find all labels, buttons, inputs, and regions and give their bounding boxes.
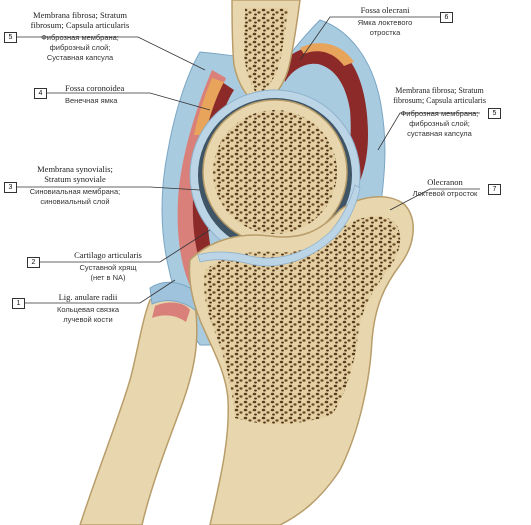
ulna-spongy-bone: [204, 216, 401, 425]
leader-fibrosa-left: [17, 36, 206, 71]
fibrosa-left-latin-2: fibrosum; Capsula articularis: [30, 20, 130, 30]
leader-fossa-olecrani: [299, 16, 440, 61]
lig-anulare-latin: Lig. anulare radii: [58, 292, 118, 302]
label-fossa-olecrani: Fossa olecrani Ямка локтевого отростка: [335, 5, 435, 38]
cartilago-latin: Cartilago articularis: [74, 250, 142, 260]
anular-ligament: [149, 281, 199, 311]
synovialis-latin-1: Membrana synovialis;: [37, 164, 113, 174]
radius-bone: [79, 294, 198, 525]
olecranon-latin: Olecranon: [427, 177, 463, 187]
label-synovialis: Membrana synovialis; Stratum synoviale С…: [20, 164, 130, 207]
label-number-fibrosa-right: 5: [488, 108, 501, 119]
fibrosa-left-russian-2: фиброзный слой;: [49, 43, 111, 52]
cartilago-russian-1: Суставной хрящ: [79, 263, 137, 272]
label-number-olecranon: 7: [488, 184, 501, 195]
fossa-olecrani-latin: Fossa olecrani: [360, 5, 410, 15]
fibrosa-left-russian-1: Фиброзная мембрана;: [41, 33, 119, 42]
leader-lines: [15, 16, 480, 304]
fibrosa-left-latin-1: Membrana fibrosa; Stratum: [33, 10, 127, 20]
trochlea-spongy-bone: [213, 110, 337, 234]
label-fibrosa-right: Membrana fibrosa; Stratum fibrosum; Caps…: [392, 86, 487, 139]
leader-olecranon: [389, 188, 480, 211]
humerus-spongy-bone: [244, 8, 288, 95]
label-olecranon: Olecranon Локтевой отросток: [405, 177, 485, 199]
olecranon-russian: Локтевой отросток: [412, 189, 478, 198]
fibrosa-left-russian-3: Суставная капсула: [46, 53, 114, 62]
fossa-coronoidea-russian: Венечная ямка: [65, 96, 118, 105]
synovialis-latin-2: Stratum synoviale: [44, 174, 106, 184]
label-number-fibrosa-left: 5: [4, 32, 17, 43]
label-fibrosa-left: Membrana fibrosa; Stratum fibrosum; Caps…: [20, 10, 140, 63]
leader-cartilago: [39, 229, 211, 263]
leader-fibrosa-right: [377, 112, 480, 151]
label-number-lig-anulare: 1: [12, 298, 25, 309]
fibrosa-right-latin-2: fibrosum; Capsula articularis: [393, 96, 486, 105]
fat-pad-anterior: [194, 78, 224, 135]
fibrosa-right-latin-1: Membrana fibrosa; Stratum: [395, 86, 484, 95]
lig-anulare-russian-2: лучевой кости: [63, 315, 113, 324]
fibrosa-right-russian-3: суставная капсула: [407, 129, 472, 138]
leader-fossa-coronoidea: [46, 92, 211, 111]
label-number-fossa-coronoidea: 4: [34, 88, 47, 99]
fibrous-layer-left: [177, 70, 226, 290]
fibrosa-right-russian-2: фиброзный слой;: [409, 119, 470, 128]
label-fossa-coronoidea: Fossa coronoidea Венечная ямка: [65, 83, 124, 106]
radial-head-capsule: [152, 302, 190, 322]
synovial-cavity-posterior: [282, 46, 368, 190]
label-lig-anulare: Lig. anulare radii Кольцевая связка луче…: [38, 292, 138, 325]
leader-synovialis: [15, 186, 201, 191]
lig-anulare-russian-1: Кольцевая связка: [56, 305, 120, 314]
label-cartilago: Cartilago articularis Суставной хрящ (не…: [58, 250, 158, 283]
label-number-synovialis: 3: [4, 182, 17, 193]
fossa-olecrani-russian-1: Ямка локтевого: [357, 18, 413, 27]
fossa-olecrani-russian-2: отростка: [369, 28, 401, 37]
cartilago-russian-2: (нет в NA): [90, 273, 126, 282]
leader-lig-anulare: [24, 279, 176, 304]
ulna-articular-cartilage: [197, 184, 361, 267]
label-number-fossa-olecrani: 6: [440, 12, 453, 23]
fossa-coronoidea-latin: Fossa coronoidea: [65, 83, 125, 93]
fibrosa-right-russian-1: Фиброзная мембрана;: [400, 109, 479, 118]
synovialis-russian-1: Синовиальная мембрана;: [29, 187, 121, 196]
synovial-cavity-anterior: [192, 82, 234, 272]
synovialis-russian-2: синовиальный слой: [40, 197, 110, 206]
label-number-cartilago: 2: [27, 257, 40, 268]
fat-pad-posterior: [300, 43, 354, 66]
